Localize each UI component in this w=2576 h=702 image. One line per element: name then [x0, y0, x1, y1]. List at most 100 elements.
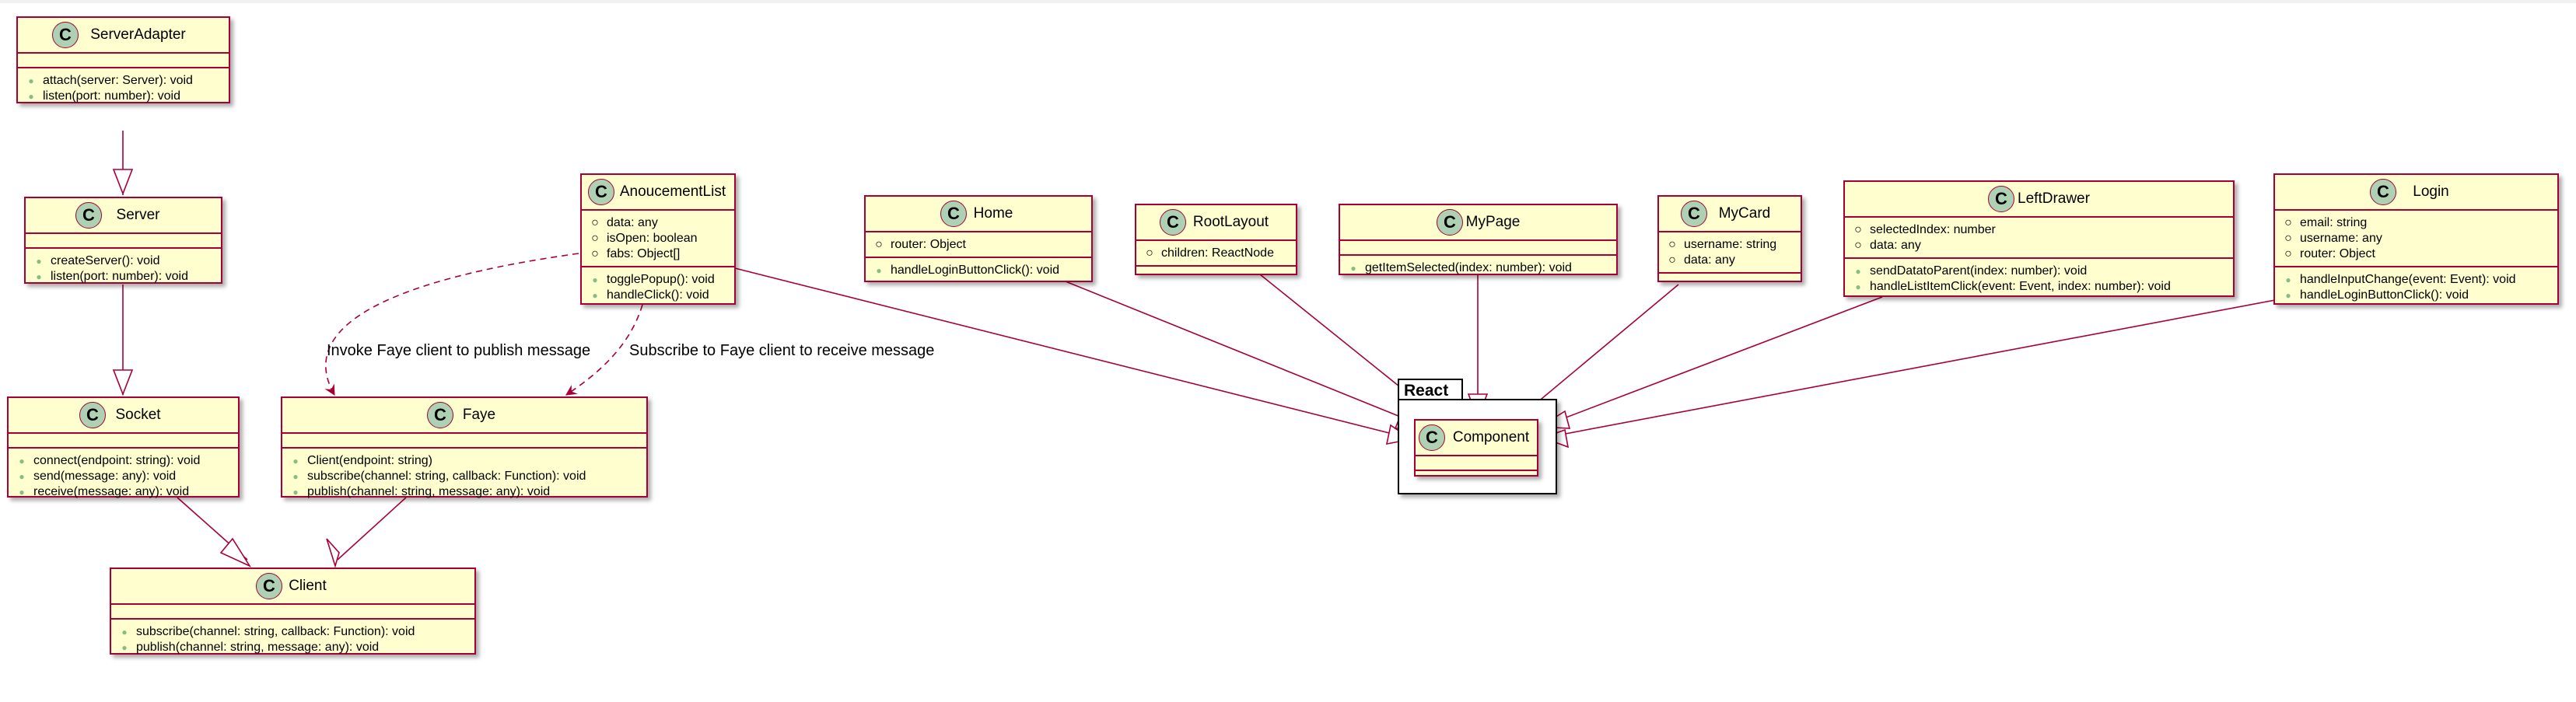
class-name: Client — [289, 578, 327, 594]
public-method-icon: ● — [121, 642, 128, 653]
edge-leftdrawer-component — [1541, 296, 1883, 428]
fields-section: ○username: string ○data: any — [1659, 231, 1801, 272]
class-icon: C — [1681, 201, 1707, 227]
class-field: router: Object — [2300, 247, 2375, 260]
edge-client-faye — [337, 497, 407, 561]
public-method-icon: ● — [1350, 263, 1356, 274]
class-method: listen(port: number): void — [51, 270, 188, 283]
package-label: React — [1398, 379, 1463, 400]
public-field-icon: ○ — [591, 247, 599, 260]
label-subscribe-faye: Subscribe to Faye client to receive mess… — [629, 342, 935, 359]
public-method-icon: ● — [28, 75, 34, 86]
methods-section: ●attach(server: Server): void ●listen(po… — [18, 67, 229, 108]
class-name: MyCard — [1718, 205, 1771, 222]
public-field-icon: ○ — [1146, 246, 1153, 260]
fields-section: ○router: Object — [866, 231, 1091, 257]
fields-section — [1416, 455, 1537, 470]
class-icon: C — [1437, 209, 1463, 236]
class-name: Login — [2413, 183, 2449, 200]
class-field: username: any — [2300, 232, 2382, 245]
class-method: send(message: any): void — [33, 470, 177, 483]
class-name: LeftDrawer — [2018, 190, 2090, 207]
class-name: Faye — [462, 407, 496, 423]
public-field-icon: ○ — [1668, 238, 1676, 251]
class-method: subscribe(channel: string, callback: Fun… — [136, 625, 415, 638]
class-field: data: any — [1870, 239, 1921, 252]
class-field: email: string — [2300, 216, 2368, 229]
methods-section — [1659, 272, 1801, 287]
public-method-icon: ● — [36, 271, 42, 282]
label-invoke-faye: Invoke Faye client to publish message — [327, 342, 591, 359]
methods-section — [1416, 470, 1537, 484]
class-field: router: Object — [891, 238, 966, 251]
public-field-icon: ○ — [1668, 253, 1676, 267]
edge-mycard-component — [1517, 284, 1679, 419]
methods-section: ● handleInputChange(event: Event): void ●… — [2275, 266, 2557, 307]
class-name: Component — [1452, 429, 1530, 445]
class-field: data: any — [1684, 253, 1735, 267]
fields-section — [111, 603, 474, 618]
methods-section: ●connect(endpoint: string): void ●send(m… — [9, 447, 238, 504]
public-field-icon: ○ — [2284, 247, 2292, 260]
public-method-icon: ● — [2285, 274, 2291, 285]
fields-section — [1340, 239, 1616, 254]
class-icon: C — [588, 179, 614, 205]
public-method-icon: ● — [19, 471, 25, 482]
methods-section: ●getItemSelected(index: number): void — [1340, 254, 1616, 280]
arrowhead-serveradapter — [112, 169, 134, 196]
public-method-icon: ● — [292, 471, 299, 482]
dep-invoke-faye — [324, 253, 579, 396]
class-method: togglePopup(): void — [607, 273, 715, 286]
public-method-icon: ● — [28, 91, 34, 102]
class-name: RootLayout — [1192, 214, 1269, 230]
class-icon: C — [1988, 186, 2014, 212]
methods-section: ●Client(endpoint: string) ●subscribe(cha… — [282, 447, 646, 504]
class-method: attach(server: Server): void — [43, 74, 193, 87]
class-method: sendDatatoParent(index: number): void — [1870, 264, 2088, 278]
methods-section: ●togglePopup(): void ●handleClick(): voi… — [582, 266, 734, 307]
class-method: publish(channel: string, message: any): … — [307, 485, 551, 498]
public-field-icon: ○ — [2284, 216, 2292, 229]
public-method-icon: ● — [1855, 266, 1861, 277]
class-field: data: any — [607, 216, 658, 229]
fields-section: ○data: any ○isOpen: boolean ○fabs: Objec… — [582, 209, 734, 266]
edge-anoucementlist-component — [734, 267, 1393, 435]
class-icon: C — [256, 573, 282, 599]
public-method-icon: ● — [2285, 290, 2291, 301]
class-method: receive(message: any): void — [33, 485, 190, 498]
arrowhead-client-from-socket — [219, 537, 252, 568]
public-method-icon: ● — [19, 487, 25, 498]
class-rootlayout: C RootLayout ○children: ReactNode — [1135, 204, 1297, 275]
fields-section — [26, 232, 221, 247]
class-method: subscribe(channel: string, callback: Fun… — [307, 470, 586, 483]
class-icon: C — [1160, 209, 1186, 236]
fields-section: ○email: string ○username: any ○router: O… — [2275, 209, 2557, 266]
methods-section — [1136, 265, 1296, 280]
class-icon: C — [1419, 424, 1445, 451]
methods-section: ●createServer(): void ●listen(port: numb… — [26, 247, 221, 288]
public-method-icon: ● — [19, 456, 25, 466]
class-icon: C — [940, 201, 967, 227]
class-field: selectedIndex: number — [1870, 223, 1996, 236]
class-icon: C — [79, 402, 106, 428]
public-method-icon: ● — [876, 265, 882, 276]
public-method-icon: ● — [292, 487, 299, 498]
fields-section: ○selectedIndex: number ○data: any — [1845, 216, 2233, 257]
class-icon: C — [427, 402, 453, 428]
class-field: isOpen: boolean — [607, 232, 698, 245]
class-method: publish(channel: string, message: any): … — [136, 641, 380, 654]
fields-section: ○children: ReactNode — [1136, 239, 1296, 265]
public-method-icon: ● — [592, 290, 598, 301]
class-method: handleInputChange(event: Event): void — [2300, 273, 2516, 286]
arrowhead-client-from-faye — [326, 538, 340, 568]
methods-section: ● subscribe(channel: string, callback: Fu… — [111, 618, 474, 659]
